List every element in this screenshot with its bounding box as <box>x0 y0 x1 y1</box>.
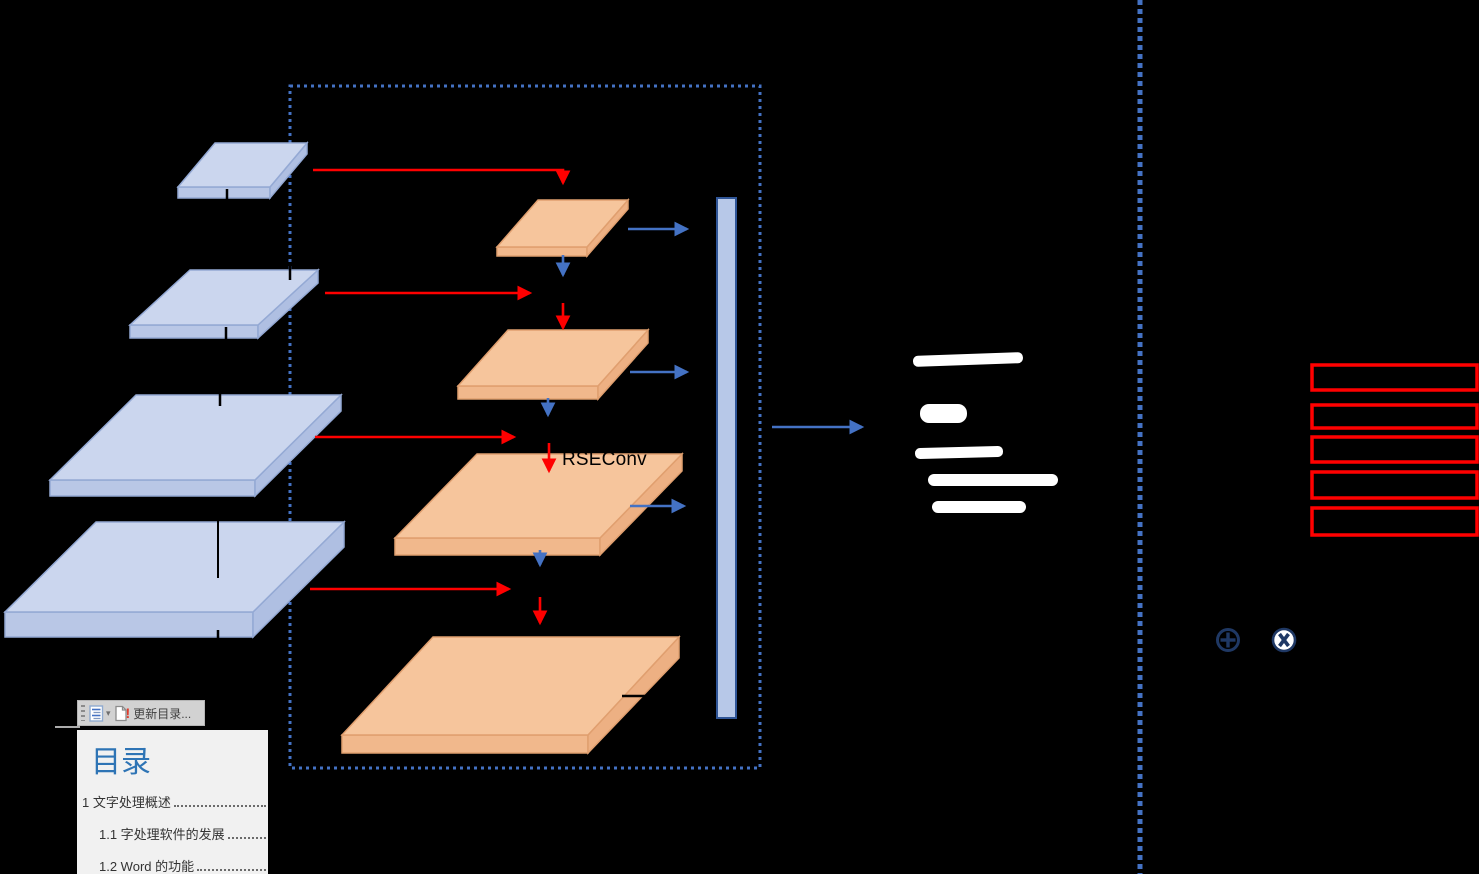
red-highlight-box <box>1310 403 1479 430</box>
chevron-down-icon[interactable]: ▾ <box>106 707 111 718</box>
ink-stroke <box>932 501 1026 513</box>
orange-plate-3 <box>393 452 684 557</box>
blue-arrows <box>532 221 865 568</box>
orange-plate-1 <box>495 197 630 259</box>
ink-stroke <box>920 404 967 423</box>
orange-plate-2 <box>456 328 650 401</box>
toc-item-text: 1 文字处理概述 <box>82 795 171 810</box>
blue-plate-3 <box>48 393 343 498</box>
blue-plate-2 <box>128 268 320 340</box>
blue-plate-1 <box>176 140 309 201</box>
toc-toolbar: ▾ ! 更新目录... <box>77 700 205 726</box>
red-arrows <box>310 168 571 626</box>
circle-multiply-icon <box>1271 627 1297 653</box>
ink-stroke <box>912 352 1023 367</box>
dot-leader <box>227 837 266 839</box>
white-ink-strokes <box>912 352 1058 513</box>
toc-item[interactable]: 1.2 Word 的功能 <box>82 856 266 874</box>
circle-plus-icon <box>1216 628 1240 652</box>
toc-item[interactable]: 1.1 字处理软件的发展 <box>82 824 266 843</box>
plate-connector-ticks <box>216 189 292 641</box>
rseconv-label: RSEConv <box>562 449 647 470</box>
ink-stroke <box>915 445 1004 460</box>
dot-leader <box>173 805 266 807</box>
toc-panel: 目录 1 文字处理概述 1.1 字处理软件的发展 1.2 Word 的功能 <box>77 730 268 874</box>
update-toc-page-icon[interactable] <box>114 705 128 722</box>
toc-gallery-icon[interactable] <box>89 704 104 722</box>
concat-bar <box>716 197 737 719</box>
page-edge-line <box>55 726 80 728</box>
red-highlight-box <box>1310 470 1479 500</box>
red-highlight-box <box>1310 363 1479 392</box>
word-toc-popup: ▾ ! 更新目录... 目录 1 文字处理概述 1.1 字处理软件的发展 1.2 <box>77 700 268 874</box>
ink-stroke <box>928 474 1058 486</box>
toc-item-text: 1.1 字处理软件的发展 <box>99 827 225 842</box>
blue-plate-4 <box>3 520 346 639</box>
red-highlight-box <box>1310 506 1479 537</box>
toc-item[interactable]: 1 文字处理概述 <box>82 792 266 811</box>
update-toc-button[interactable]: 更新目录... <box>133 706 192 721</box>
drag-grip-icon[interactable] <box>81 705 85 721</box>
red-highlight-box <box>1310 435 1479 464</box>
exclamation-icon: ! <box>125 705 131 721</box>
toc-heading: 目录 <box>91 746 151 779</box>
red-highlight-boxes <box>1310 363 1479 537</box>
dot-leader <box>197 869 266 871</box>
toc-item-text: 1.2 Word 的功能 <box>99 859 195 874</box>
